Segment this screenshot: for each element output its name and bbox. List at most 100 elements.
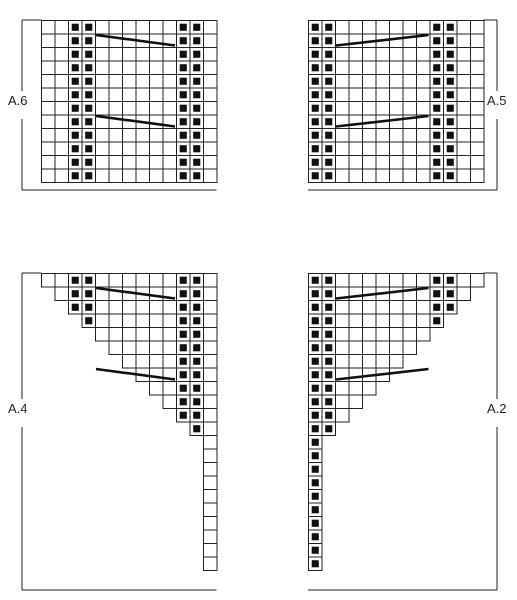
chart-cell bbox=[54, 141, 69, 156]
purl-stitch-symbol bbox=[311, 465, 319, 473]
purl-stitch-symbol bbox=[193, 64, 201, 72]
chart-cell bbox=[41, 155, 56, 170]
chart-cell bbox=[108, 60, 123, 75]
chart-cell bbox=[122, 300, 137, 315]
chart-grid-a4 bbox=[41, 273, 218, 571]
chart-cell bbox=[108, 327, 123, 342]
purl-stitch-symbol bbox=[433, 317, 441, 325]
chart-cell bbox=[375, 128, 390, 143]
chart-cell bbox=[162, 128, 177, 143]
chart-cell bbox=[203, 408, 218, 423]
chart-cell bbox=[108, 128, 123, 143]
chart-cell bbox=[122, 273, 137, 288]
chart-cell bbox=[135, 20, 150, 35]
purl-stitch-symbol bbox=[193, 23, 201, 31]
chart-cell bbox=[335, 141, 350, 156]
chart-cell bbox=[122, 60, 137, 75]
cable-cross-line bbox=[335, 286, 429, 300]
chart-cell bbox=[162, 327, 177, 342]
purl-stitch-symbol bbox=[179, 158, 187, 166]
purl-stitch-symbol bbox=[325, 276, 333, 284]
cable-cross-line bbox=[335, 114, 429, 128]
chart-cell bbox=[456, 286, 471, 301]
chart-cell bbox=[149, 381, 164, 396]
purl-stitch-symbol bbox=[179, 357, 187, 365]
purl-stitch-symbol bbox=[311, 290, 319, 298]
purl-stitch-symbol bbox=[85, 317, 93, 325]
chart-cell bbox=[348, 327, 363, 342]
chart-cell bbox=[122, 47, 137, 62]
chart-cell bbox=[149, 114, 164, 129]
chart-cell bbox=[335, 74, 350, 89]
purl-stitch-symbol bbox=[446, 91, 454, 99]
chart-cell bbox=[335, 273, 350, 288]
chart-cell bbox=[335, 87, 350, 102]
cable-cross-line bbox=[335, 33, 429, 47]
chart-cell bbox=[162, 313, 177, 328]
chart-cell bbox=[95, 101, 110, 116]
chart-cell bbox=[335, 354, 350, 369]
chart-cell bbox=[456, 114, 471, 129]
purl-stitch-symbol bbox=[193, 91, 201, 99]
chart-cell bbox=[389, 128, 404, 143]
chart-cell bbox=[335, 408, 350, 423]
purl-stitch-symbol bbox=[325, 303, 333, 311]
purl-stitch-symbol bbox=[85, 50, 93, 58]
purl-stitch-symbol bbox=[433, 303, 441, 311]
chart-cell bbox=[389, 168, 404, 183]
chart-cell bbox=[122, 101, 137, 116]
purl-stitch-symbol bbox=[179, 91, 187, 99]
chart-cell bbox=[348, 381, 363, 396]
chart-cell bbox=[108, 141, 123, 156]
chart-cell bbox=[335, 60, 350, 75]
purl-stitch-symbol bbox=[325, 398, 333, 406]
purl-stitch-symbol bbox=[325, 384, 333, 392]
chart-cell bbox=[456, 87, 471, 102]
purl-stitch-symbol bbox=[311, 317, 319, 325]
chart-cell bbox=[203, 286, 218, 301]
purl-stitch-symbol bbox=[446, 37, 454, 45]
chart-cell bbox=[470, 141, 485, 156]
chart-cell bbox=[416, 141, 431, 156]
chart-cell bbox=[348, 128, 363, 143]
chart-cell bbox=[348, 168, 363, 183]
chart-cell bbox=[162, 74, 177, 89]
purl-stitch-symbol bbox=[433, 145, 441, 153]
chart-cell bbox=[203, 128, 218, 143]
purl-stitch-symbol bbox=[325, 344, 333, 352]
purl-stitch-symbol bbox=[311, 172, 319, 180]
chart-cell bbox=[54, 155, 69, 170]
chart-cell bbox=[375, 327, 390, 342]
purl-stitch-symbol bbox=[311, 303, 319, 311]
chart-grid-a5 bbox=[308, 20, 485, 183]
chart-cell bbox=[470, 101, 485, 116]
chart-cell bbox=[54, 114, 69, 129]
chart-cell bbox=[416, 168, 431, 183]
purl-stitch-symbol bbox=[433, 91, 441, 99]
purl-stitch-symbol bbox=[179, 131, 187, 139]
chart-cell bbox=[470, 47, 485, 62]
chart-cell bbox=[362, 74, 377, 89]
purl-stitch-symbol bbox=[179, 398, 187, 406]
chart-cell bbox=[402, 155, 417, 170]
purl-stitch-symbol bbox=[85, 37, 93, 45]
chart-cell bbox=[402, 141, 417, 156]
chart-cell bbox=[54, 20, 69, 35]
purl-stitch-symbol bbox=[433, 77, 441, 85]
purl-stitch-symbol bbox=[311, 371, 319, 379]
purl-stitch-symbol bbox=[446, 158, 454, 166]
chart-cell bbox=[41, 141, 56, 156]
purl-stitch-symbol bbox=[193, 384, 201, 392]
chart-cell bbox=[362, 313, 377, 328]
purl-stitch-symbol bbox=[311, 77, 319, 85]
purl-stitch-symbol bbox=[71, 172, 79, 180]
chart-cell bbox=[95, 141, 110, 156]
chart-cell bbox=[362, 128, 377, 143]
chart-cell bbox=[470, 273, 485, 288]
chart-cell bbox=[348, 101, 363, 116]
chart-cell bbox=[54, 60, 69, 75]
chart-cell bbox=[203, 462, 218, 477]
chart-cell bbox=[108, 313, 123, 328]
purl-stitch-symbol bbox=[193, 131, 201, 139]
